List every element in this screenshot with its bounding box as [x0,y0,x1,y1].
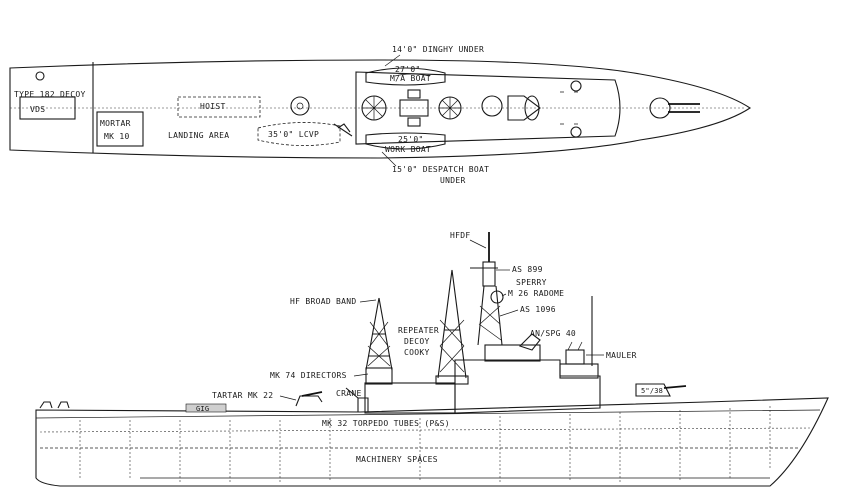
cooky-label: COOKY [404,348,430,357]
tartar-rail [301,391,323,397]
forward-gun-barrels [668,103,700,113]
vds-label: VDS [30,105,45,114]
gig-boat [185,403,227,413]
vds-box [19,96,76,120]
profile-view: GIG [35,231,829,487]
gun-label: 5"/38 [641,387,663,395]
radome-leader [501,293,507,297]
main-superstructure [454,359,601,414]
bridge-block [399,99,429,117]
dome-outline [481,95,503,117]
plan-view: TYPE 182 DECOY VDS MORTAR MK 10 HOIST LA… [9,45,751,185]
hfdf-label: HFDF [450,231,470,240]
radome-label: M 26 RADOME [508,289,564,298]
small-mount-top [570,80,582,92]
decoy-label: TYPE 182 DECOY [14,90,86,99]
spg40-label: AN/SPG 40 [530,329,576,338]
funnel-block [407,89,421,99]
spg40-director-profile [518,333,541,351]
hf-broadband-leader [359,299,377,303]
dinghy-under-label: 14'0" DINGHY UNDER [392,45,484,54]
profile-deck-line [35,409,821,419]
mount-circle-aft [290,96,310,116]
sperry-label: SPERRY [516,278,547,287]
antenna-spokes-1 [362,96,386,120]
decoy-mount [35,71,45,81]
profile-hull-outline [35,397,829,487]
mortar-label: MORTAR [100,119,131,128]
tartar-launcher [295,395,323,407]
spg40-dish [524,95,540,121]
boat-25-type-label: WORK BOAT [385,145,431,154]
hoist-box [177,96,261,118]
hoist-label: HOIST [200,102,226,111]
mauler-label: MAULER [606,351,637,360]
decoy-profile-label: DECOY [404,337,430,346]
hangar-block [364,382,456,414]
work-boat-outline [365,132,446,150]
mk74-leader [353,373,369,377]
torpedo-label: MK 32 TORPEDO TUBES (P&S) [322,419,450,428]
mauler-rails [567,341,583,351]
mortar-box [96,111,144,147]
dinghy-leader [384,54,401,67]
machinery-label: MACHINERY SPACES [356,455,438,464]
bridge-top [484,344,541,362]
repeater-lattice [435,269,469,385]
hf-broadband-label: HF BROAD BAND [290,297,357,306]
as1096-leader [499,309,519,317]
boat-25-label: 25'0" [398,135,424,144]
despatch-leader [381,151,397,167]
tartar-label: TARTAR MK 22 [212,391,273,400]
antenna-spokes-2 [439,97,461,119]
plan-superstructure [355,71,621,145]
forward-gun-barrel [663,385,687,389]
ma-boat-outline [365,67,446,86]
lcvp-outline [257,122,341,146]
forward-gun-mount [649,97,671,119]
despatch-label-line2: UNDER [440,176,466,185]
hfdf-leader [469,239,487,249]
repeater-label: REPEATER [398,326,439,335]
boat-27-label: 27'0" [395,65,421,74]
tartar-leader [279,395,297,401]
funnel-block-2 [407,117,421,127]
dinghy-outline [394,73,431,77]
hf-broadband-lattice [365,297,393,385]
gig-label: GIG [196,405,209,413]
crane-outline [357,397,369,412]
mount-circle-aft-inner [296,102,304,110]
crane-label: CRANE [336,389,362,398]
main-mast [470,232,504,346]
forward-gun-profile [635,383,671,397]
plan-hull-outline [9,59,751,159]
as899-label: AS 899 [512,265,543,274]
landing-area-label: LANDING AREA [168,131,229,140]
despatch-label-line1: 15'0" DESPATCH BOAT [392,165,489,174]
boat-27-type-label: M/A BOAT [390,74,431,83]
forward-mast-marks [560,91,578,125]
small-mount-bottom [570,126,582,138]
crane-jib [345,387,359,399]
launcher-sketch [333,123,353,137]
compartment-lines [39,406,811,482]
lcvp-label: 35'0" LCVP [268,130,319,139]
as1096-label: AS 1096 [520,305,556,314]
mk74-label: MK 74 DIRECTORS [270,371,347,380]
stern-mortar [39,401,70,409]
spg40-director [507,95,541,121]
mortar-mk-label: MK 10 [104,132,130,141]
mauler-mount [565,349,585,365]
